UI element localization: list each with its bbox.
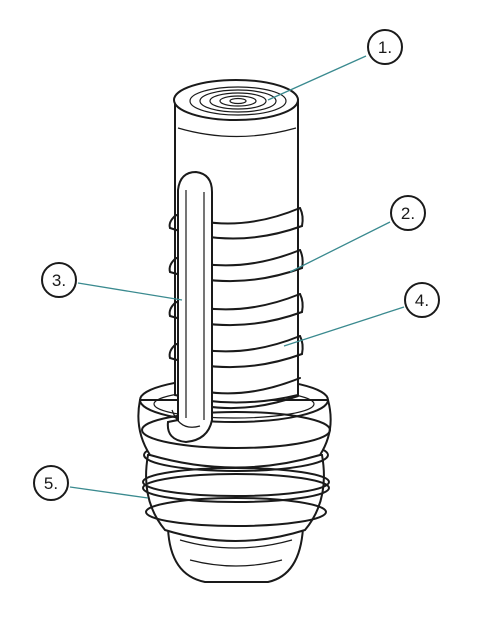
callout-3: 3. bbox=[41, 262, 77, 298]
callout-2-label: 2. bbox=[401, 204, 415, 223]
leader-line-2 bbox=[289, 221, 391, 273]
callout-4: 4. bbox=[404, 282, 440, 318]
leader-lines bbox=[69, 55, 405, 499]
leader-line-3 bbox=[77, 282, 183, 301]
callout-1-label: 1. bbox=[378, 38, 392, 57]
leader-line-5 bbox=[69, 486, 149, 499]
vertical-clip bbox=[166, 170, 213, 444]
callout-2: 2. bbox=[390, 195, 426, 231]
callout-3-label: 3. bbox=[52, 271, 66, 290]
callout-4-label: 4. bbox=[415, 291, 429, 310]
top-spiral-icon bbox=[189, 86, 287, 116]
callout-1: 1. bbox=[367, 29, 403, 65]
callout-5-label: 5. bbox=[44, 474, 58, 493]
callout-5: 5. bbox=[33, 465, 69, 501]
leader-line-1 bbox=[267, 55, 367, 101]
leader-line-4 bbox=[283, 306, 405, 347]
